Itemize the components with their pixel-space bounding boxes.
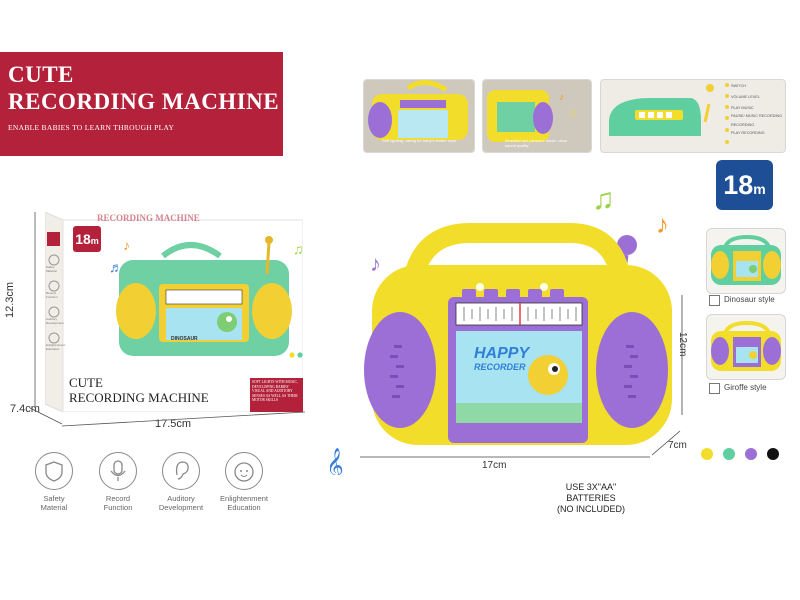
callout-4: PAUSE/ MUSIC RECORDING: [731, 114, 783, 118]
svg-text:♪: ♪: [123, 237, 130, 253]
feature-label-3b: Development: [158, 503, 204, 512]
treble-clef-icon: 𝄞: [330, 448, 344, 475]
callout-5: RECORDING: [731, 122, 755, 127]
style-card-giraffe[interactable]: [706, 314, 786, 380]
box-name-line-2: RECORDING MACHINE: [69, 390, 209, 405]
button-callouts: SWITCH VOLUME LEVEL PLAY MUSIC PAUSE/ MU…: [731, 81, 785, 136]
music-note-icon: ♫: [592, 183, 615, 216]
svg-text:♫: ♫: [293, 241, 303, 257]
box-screen-label: DINOSAUR: [171, 336, 198, 342]
box-age-badge: 18m: [73, 226, 101, 252]
thumbnail-lighting: Soft lighting, caring for baby's tender …: [363, 79, 475, 153]
age-unit: m: [753, 181, 766, 197]
color-swatch-purple[interactable]: [745, 448, 757, 460]
box-age-unit: m: [90, 236, 99, 246]
color-swatch-yellow[interactable]: [701, 448, 713, 460]
thumbnail-buttons: SWITCH VOLUME LEVEL PLAY MUSIC PAUSE/ MU…: [600, 79, 786, 153]
product-main: ♫ ♪ ♪ 𝄞: [330, 183, 683, 475]
tagline: ENABLE BABIES TO LEARN THROUGH PLAY: [8, 123, 175, 132]
svg-text:♫: ♫: [569, 108, 577, 119]
screen-title-1: HAPPY: [474, 345, 530, 362]
svg-text:♪: ♪: [559, 92, 564, 103]
feature-label-3a: Auditory: [167, 494, 195, 503]
ear-icon: [162, 452, 200, 490]
age-value: 18: [723, 170, 754, 200]
title-line-2: RECORDING MACHINE: [8, 89, 280, 114]
thumbnail-music: ♪ ♫ Beautiful and pleasant music, clear …: [482, 79, 592, 153]
music-note-icon-2: ♪: [656, 209, 669, 239]
thumbnail-caption-2: Beautiful and pleasant music, clear soun…: [505, 138, 568, 148]
box-dimension-lines: [29, 212, 306, 427]
product-box: ♪ ♬ ♫ RECORDING MACHINE 18m CUTE RECORDI…: [44, 211, 304, 413]
box-top-title: RECORDING MACHINE: [97, 213, 200, 223]
feature-label-1b: Material: [40, 503, 68, 512]
callout-2: VOLUME LEVEL: [731, 95, 760, 99]
shield-icon: [35, 452, 73, 490]
feature-label-4b: Education: [227, 503, 261, 512]
microphone-icon: [99, 452, 137, 490]
feature-label-1a: Safety: [43, 494, 65, 503]
music-note-icon-3: ♪: [370, 251, 381, 276]
box-promo-text: SOFT LIGHTS WITH MUSIC, DEVELOPING BABIE…: [252, 380, 298, 402]
callout-3: PLAY MUSIC: [731, 106, 754, 110]
color-swatch-black[interactable]: [767, 448, 779, 460]
svg-text:♬: ♬: [109, 259, 123, 275]
style-checkbox-dinosaur[interactable]: [709, 295, 720, 306]
product-depth-label: 7cm: [668, 440, 687, 451]
callout-6: PLAY RECORDING: [731, 130, 765, 135]
feature-label-2b: Function: [103, 503, 133, 512]
product-width-label: 17cm: [482, 460, 507, 471]
box-side-icon-3: Auditory Development: [46, 317, 64, 325]
box-side-icon-1: Safety Material: [46, 265, 57, 273]
feature-label-4a: Enlightenment: [220, 494, 268, 503]
box-depth-label: 7.4cm: [10, 403, 40, 415]
style-label-dinosaur: Dinosaur style: [724, 295, 775, 304]
title-line-1: CUTE: [8, 62, 74, 87]
product-height-label: 12cm: [677, 332, 688, 357]
battery-line-1: USE 3X"AA": [565, 482, 617, 492]
battery-line-3: (NO INCLUDED): [556, 504, 625, 514]
style-checkbox-giraffe[interactable]: [709, 383, 720, 394]
box-drawing: ♪ ♬ ♫: [44, 211, 304, 413]
baby-face-icon: [225, 452, 263, 490]
box-name-line-1: CUTE: [69, 375, 103, 390]
style-card-dinosaur[interactable]: [706, 228, 786, 294]
thumbnail-caption-1: Soft lighting, caring for baby's tender …: [382, 138, 457, 143]
battery-note: USE 3X"AA" BATTERIES (NO INCLUDED): [536, 482, 646, 515]
box-side-icon-2: Record Function: [46, 291, 58, 299]
battery-line-2: BATTERIES: [566, 493, 616, 503]
screen-title-2: RECORDER: [474, 362, 526, 372]
color-swatch-green[interactable]: [723, 448, 735, 460]
callout-1: SWITCH: [731, 84, 746, 88]
box-side-icon-4: Enlightenment Education: [46, 343, 66, 351]
style-label-giraffe: Giroffe style: [724, 383, 767, 392]
feature-label-2a: Record: [105, 494, 131, 503]
title-banner: CUTE RECORDING MACHINE ENABLE BABIES TO …: [0, 52, 283, 156]
age-badge: 18m: [716, 160, 773, 210]
box-age-value: 18: [75, 231, 91, 247]
box-width-label: 17.5cm: [155, 418, 192, 430]
